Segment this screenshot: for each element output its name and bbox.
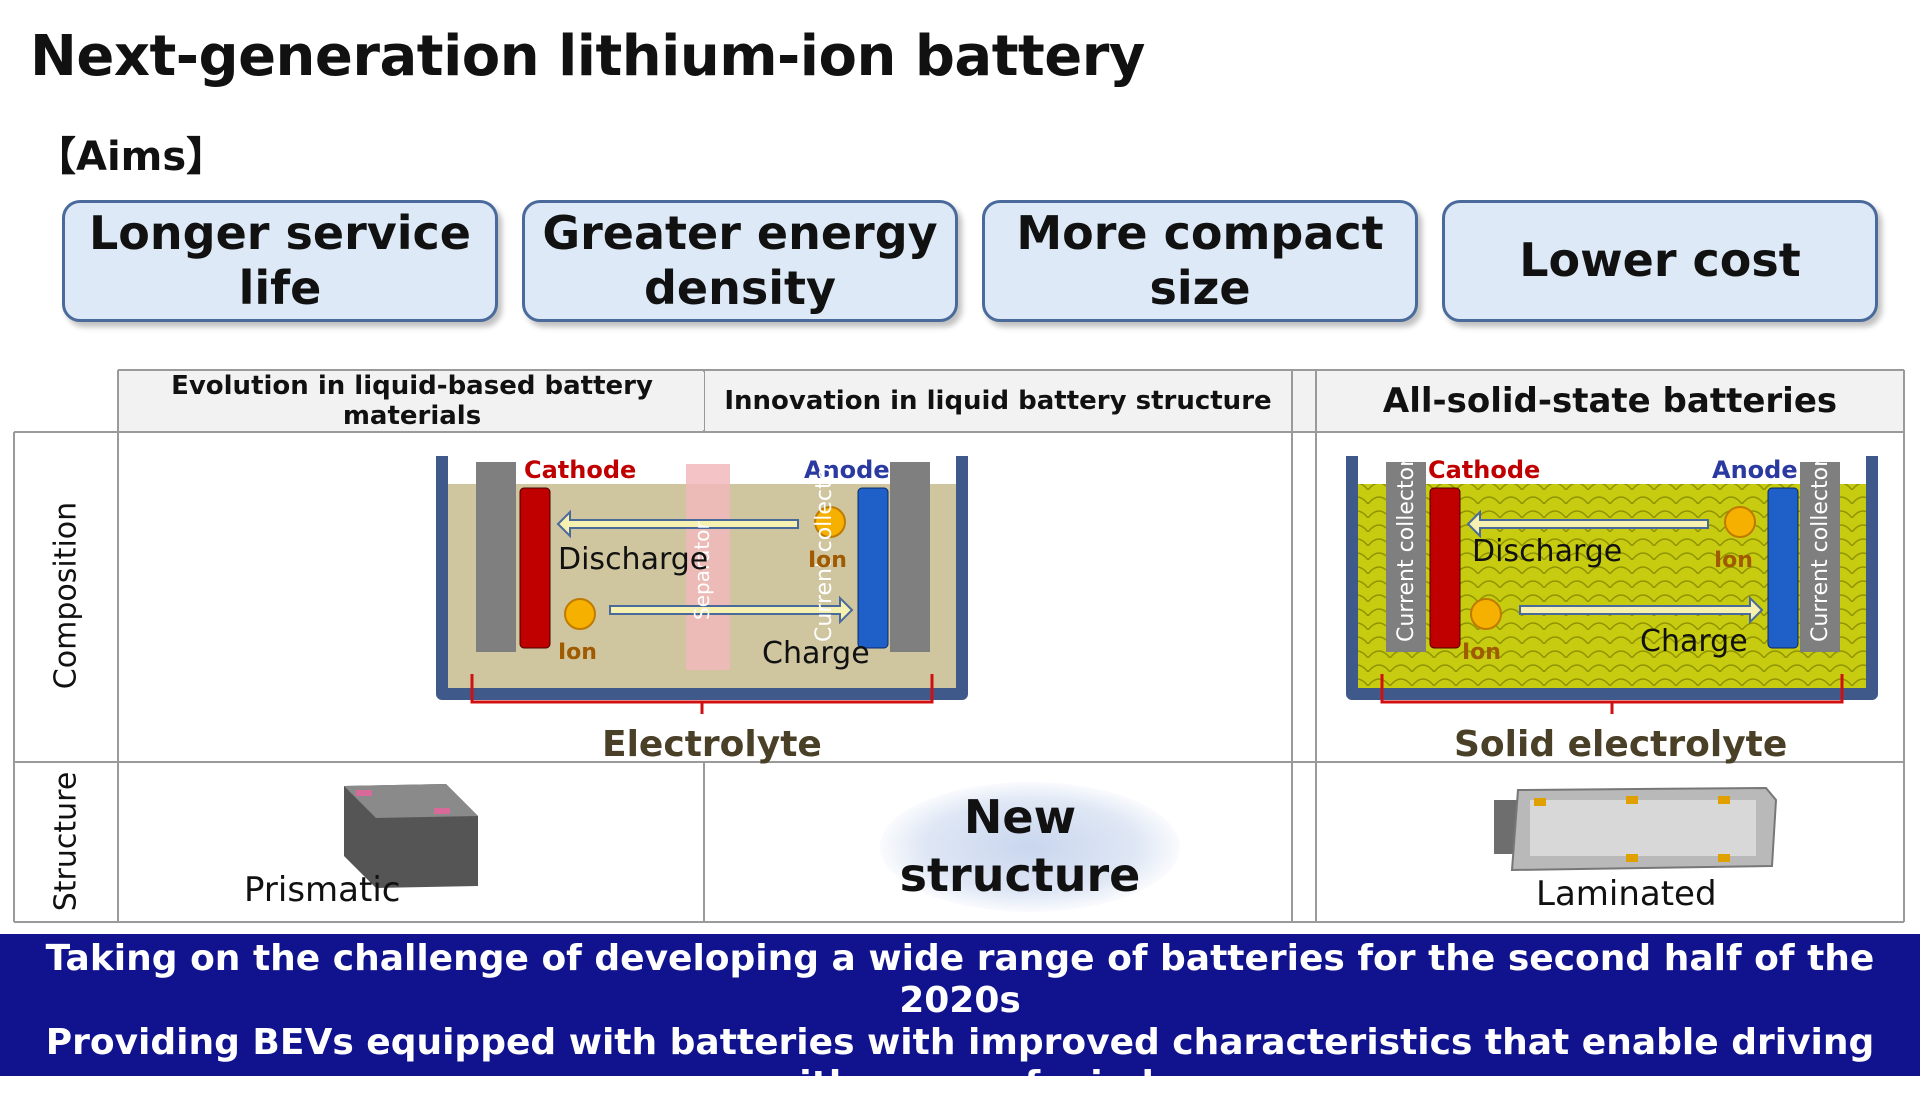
row-label-composition: Composition <box>48 501 84 690</box>
current-collector-label: Current collector <box>398 457 423 642</box>
aim-longer-service-life: Longer service life <box>62 200 498 322</box>
solid-electrolyte-label: Solid electrolyte <box>1454 724 1788 765</box>
discharge-label: Discharge <box>558 542 709 577</box>
page-title: Next-generation lithium-ion battery <box>30 24 1145 89</box>
header-all-solid-state: All-solid-state batteries <box>1318 372 1902 430</box>
aim-label: Longer service life <box>89 205 471 315</box>
charge-label: Charge <box>762 636 870 671</box>
cathode-label: Cathode <box>1428 456 1541 484</box>
laminated-label: Laminated <box>1536 874 1717 914</box>
aims-label: 【Aims】 <box>36 134 227 180</box>
aim-label: Lower cost <box>1519 233 1801 288</box>
discharge-label: Discharge <box>1472 534 1623 569</box>
anode-label: Anode <box>804 456 890 484</box>
header-label: All-solid-state batteries <box>1382 381 1838 421</box>
laminated-battery-image <box>1494 786 1778 872</box>
header-liquid-structure: Innovation in liquid battery structure <box>706 372 1290 430</box>
header-label: Evolution in liquid-based battery materi… <box>171 371 653 431</box>
ion-label: Ion <box>1714 548 1753 573</box>
ion-label: Ion <box>558 640 597 665</box>
anode-label: Anode <box>1712 456 1798 484</box>
banner-line-2: Providing BEVs equipped with batteries w… <box>45 1022 1875 1105</box>
prismatic-label: Prismatic <box>244 870 401 910</box>
aim-label: More compact size <box>1016 205 1384 315</box>
aim-greater-energy-density: Greater energy density <box>522 200 958 322</box>
current-collector-label: Current collector <box>1394 457 1419 642</box>
ion-label: Ion <box>1462 640 1501 665</box>
prismatic-battery-image <box>344 784 478 888</box>
liquid-battery-diagram <box>436 456 968 714</box>
aim-label: Greater energy density <box>542 205 938 315</box>
banner-line-1: Taking on the challenge of developing a … <box>45 938 1875 1021</box>
electrolyte-label: Electrolyte <box>602 724 822 765</box>
new-structure-label: New structure <box>899 790 1141 902</box>
charge-label: Charge <box>1640 624 1748 659</box>
current-collector-label: Current collector <box>1808 457 1833 642</box>
cathode-label: Cathode <box>524 456 637 484</box>
header-liquid-materials: Evolution in liquid-based battery materi… <box>120 371 704 431</box>
aim-lower-cost: Lower cost <box>1442 200 1878 322</box>
bottom-banner: Taking on the challenge of developing a … <box>0 934 1920 1105</box>
row-label-structure: Structure <box>48 771 84 912</box>
new-structure-glow <box>880 782 1180 912</box>
header-label: Innovation in liquid battery structure <box>724 386 1272 416</box>
ion-label: Ion <box>808 548 847 573</box>
aim-more-compact-size: More compact size <box>982 200 1418 322</box>
solid-battery-diagram <box>1346 456 1878 714</box>
